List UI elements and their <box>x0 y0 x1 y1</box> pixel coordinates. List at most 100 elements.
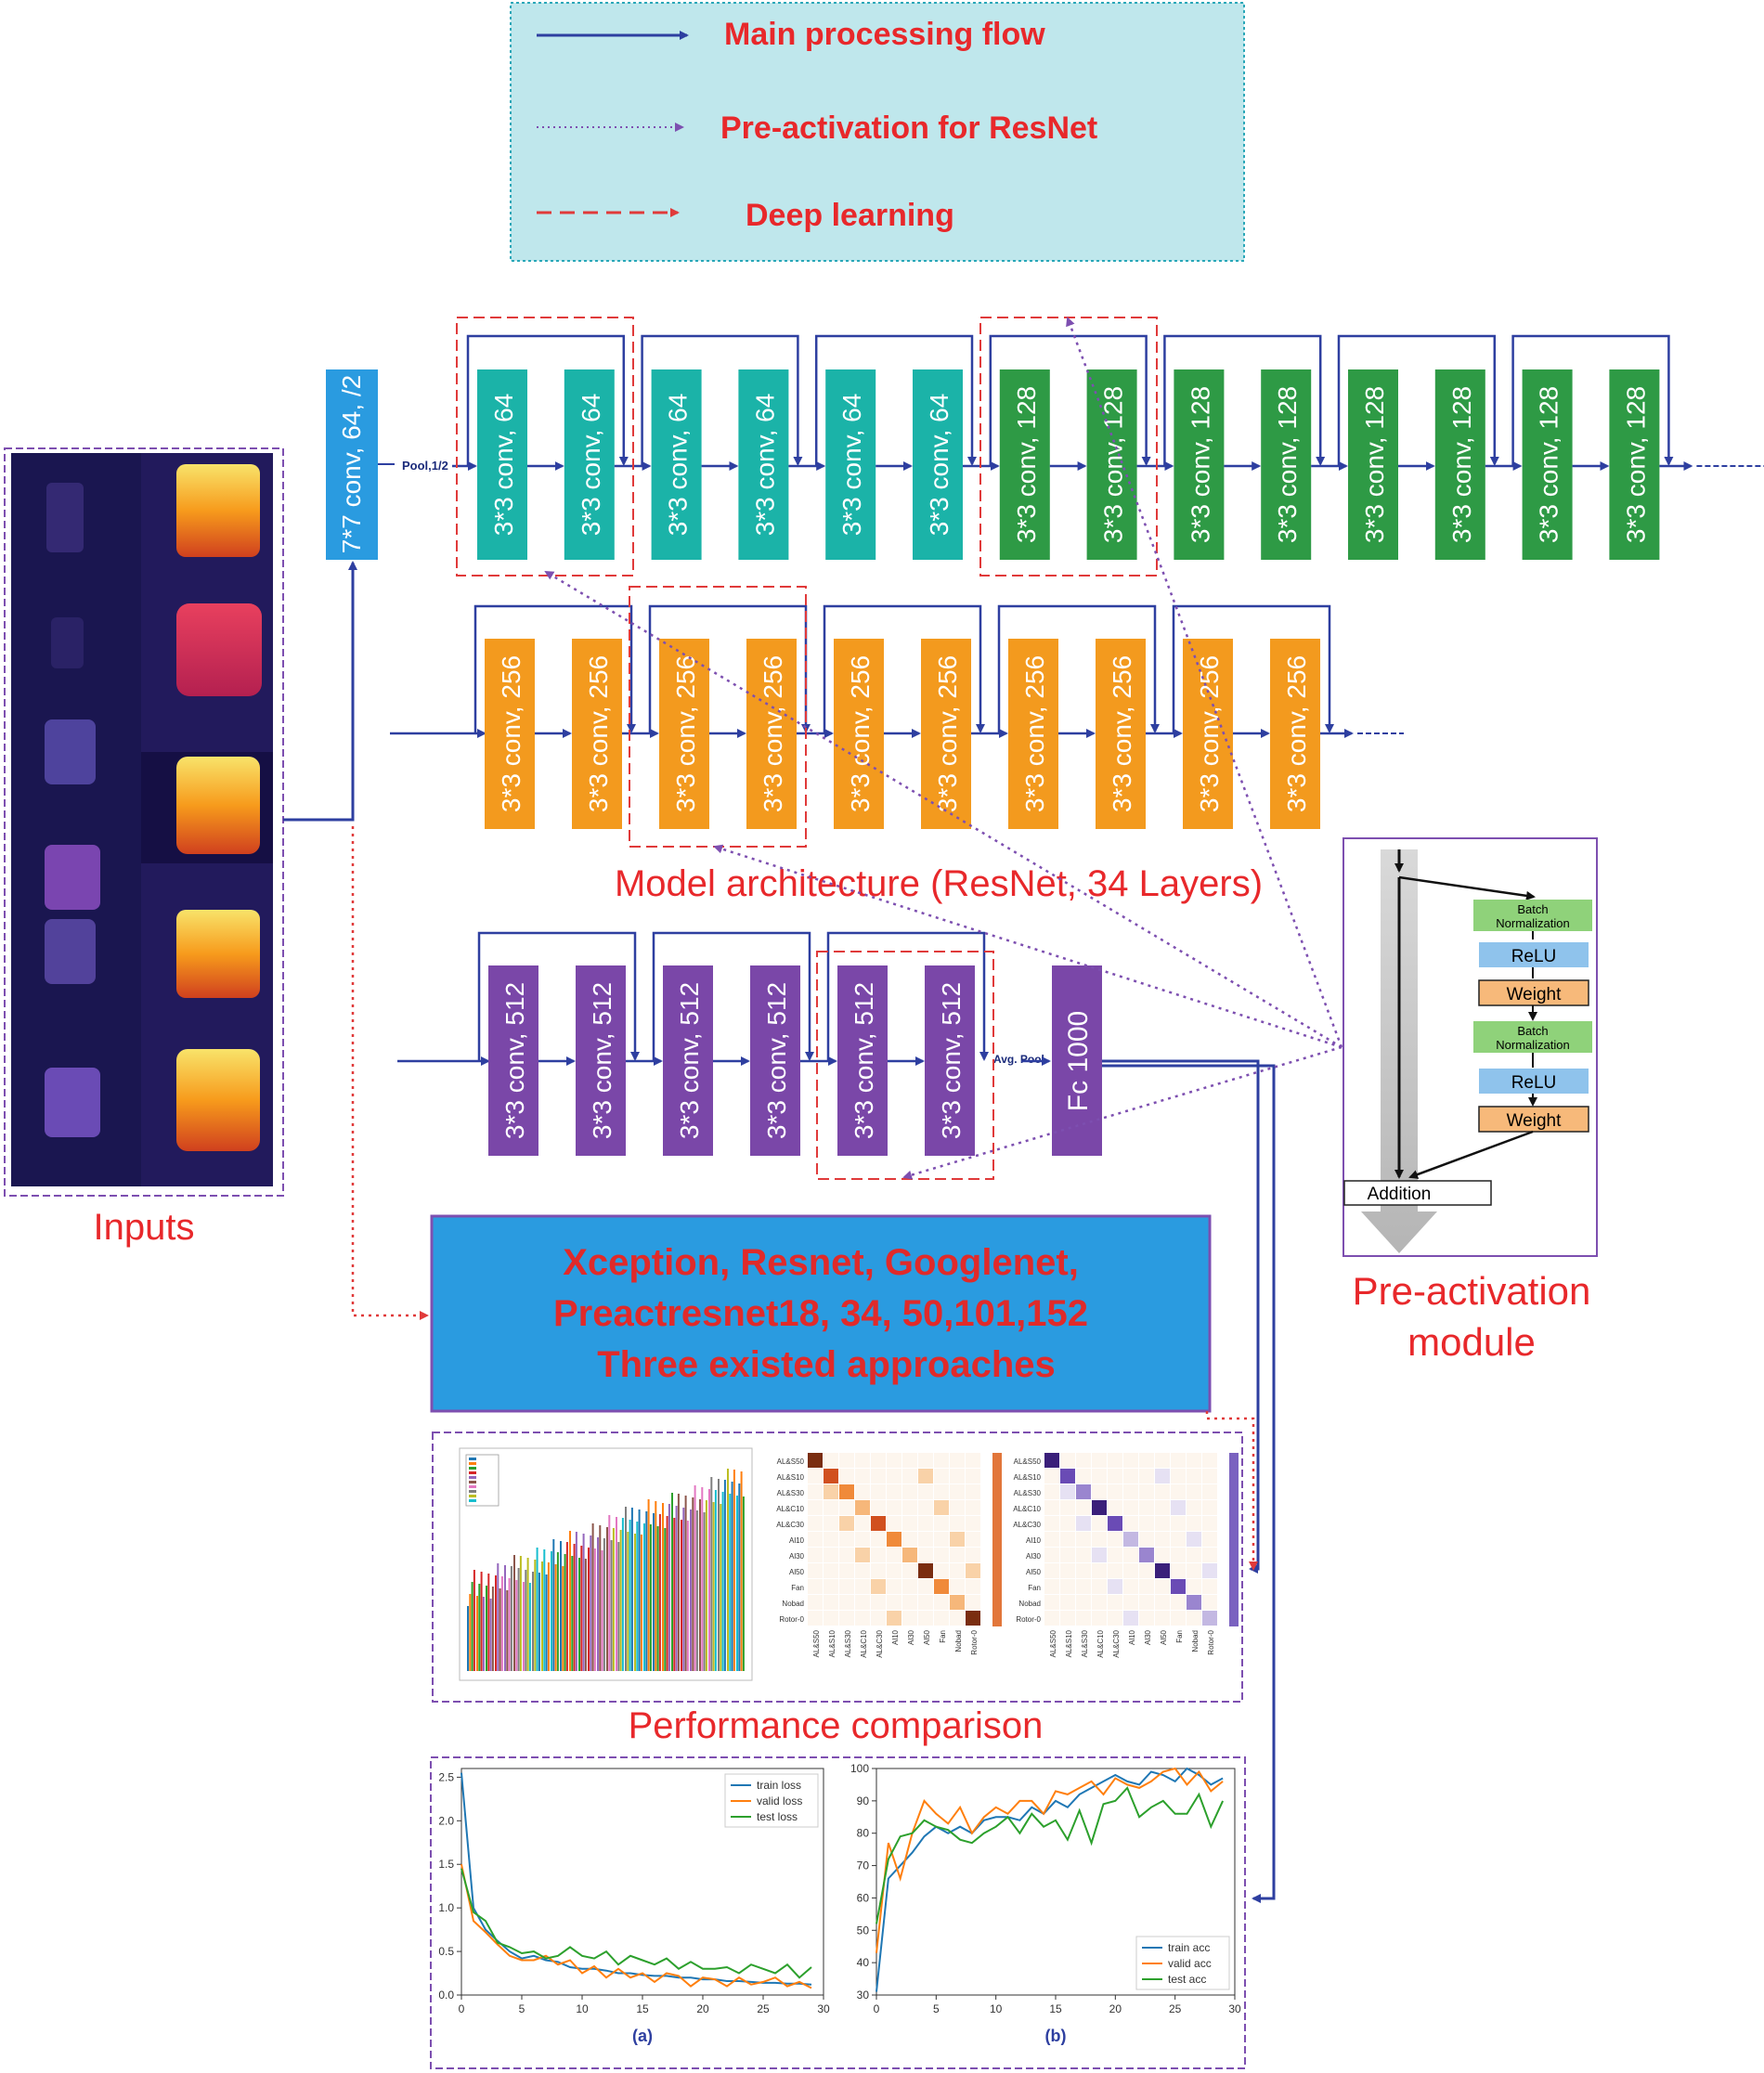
skip-connection <box>997 604 1160 733</box>
y-tick-label: 50 <box>857 1924 870 1937</box>
skip-connection <box>641 334 803 466</box>
conv-block <box>1522 369 1573 560</box>
conv-block-label: 3*3 conv, 256 <box>497 655 525 812</box>
confusion-cell <box>808 1563 823 1578</box>
confusion-cell <box>887 1516 901 1531</box>
accuracy-bar <box>536 1548 538 1671</box>
confusion-cell <box>824 1484 838 1499</box>
conv-block <box>564 369 615 560</box>
confusion-cell <box>1108 1469 1122 1483</box>
confusion-cell <box>934 1516 949 1531</box>
accuracy-bar <box>525 1570 527 1671</box>
conv-block <box>1174 369 1225 560</box>
confusion-cell <box>902 1611 917 1626</box>
legend-entry: test acc <box>1168 1973 1206 1986</box>
weight-box-2 <box>1478 1106 1589 1133</box>
confusion-col-label: Rotor-0 <box>970 1629 979 1654</box>
confusion-cell <box>902 1500 917 1515</box>
accuracy-bar <box>664 1528 667 1671</box>
confusion-cell <box>871 1500 886 1515</box>
confusion-cell <box>1060 1595 1075 1610</box>
confusion-cell <box>1155 1563 1170 1578</box>
confusion-cell <box>1076 1500 1091 1515</box>
y-tick-label: 0.5 <box>438 1945 454 1958</box>
confusion-cell <box>966 1453 980 1468</box>
model-architecture-title: Model architecture (ResNet, 34 Layers) <box>615 863 1263 904</box>
confusion-cell <box>1092 1611 1107 1626</box>
accuracy-bar <box>590 1535 592 1671</box>
confusion-cell <box>1139 1453 1154 1468</box>
confusion-cell <box>1060 1516 1075 1531</box>
conv-block-label: 3*3 conv, 64 <box>577 394 605 537</box>
confusion-cell <box>1187 1579 1201 1594</box>
accuracy-bar <box>666 1516 668 1671</box>
confusion-cell <box>1108 1516 1122 1531</box>
confusion-cell <box>1060 1532 1075 1547</box>
confusion-cell <box>966 1595 980 1610</box>
conv-block-label: 3*3 conv, 256 <box>584 655 613 812</box>
confusion-row-label: AL&C30 <box>1013 1521 1041 1529</box>
conv-block <box>1008 639 1058 829</box>
confusion-cell <box>1171 1563 1186 1578</box>
confusion-row-label: AL&S30 <box>1014 1489 1042 1497</box>
confusion-cell <box>1123 1579 1138 1594</box>
accuracy-bar <box>491 1587 494 1671</box>
confusion-cell <box>1171 1595 1186 1610</box>
y-tick-label: 100 <box>850 1762 869 1775</box>
skip-connection <box>823 604 985 733</box>
accuracy-bar <box>564 1554 566 1671</box>
confusion-cell <box>934 1563 949 1578</box>
accuracy-bar <box>603 1538 605 1671</box>
conv-block-label: 3*3 conv, 512 <box>937 982 966 1139</box>
accuracy-bar <box>625 1507 627 1671</box>
confusion-cell <box>855 1595 870 1610</box>
y-tick-label: 40 <box>857 1956 870 1969</box>
accuracy-bar <box>705 1500 707 1671</box>
conv-block <box>1348 369 1398 560</box>
accuracy-bar <box>538 1573 540 1671</box>
accuracy-bar <box>677 1494 680 1671</box>
skip-connection <box>652 931 814 1061</box>
confusion-cell <box>1123 1500 1138 1515</box>
accuracy-bar <box>551 1551 552 1671</box>
performance-panel: AL&S50AL&S50AL&S10AL&S10AL&S30AL&S30AL&C… <box>432 1432 1243 1746</box>
accuracy-bar <box>565 1542 568 1671</box>
confusion-cell <box>887 1469 901 1483</box>
weight1-label: Weight <box>1507 985 1563 1004</box>
confusion-cell <box>808 1516 823 1531</box>
confusion-cell <box>1108 1532 1122 1547</box>
accuracy-bar <box>727 1469 729 1671</box>
accuracy-bar <box>580 1546 583 1671</box>
confusion-cell <box>966 1548 980 1562</box>
confusion-cell <box>1060 1484 1075 1499</box>
conv-block-label: 3*3 conv, 256 <box>1020 655 1049 812</box>
confusion-row-label: Al30 <box>789 1552 805 1561</box>
y-tick-label: 2.5 <box>438 1770 454 1783</box>
accuracy-bar <box>703 1512 706 1671</box>
thermal-left-column <box>45 483 100 1137</box>
confusion-col-label: Nobad <box>954 1630 963 1652</box>
preact-dotted-arrows <box>544 317 1343 1180</box>
confusion-cell <box>871 1595 886 1610</box>
confusion-col-label: AL&C30 <box>1112 1629 1121 1657</box>
accuracy-bar <box>699 1499 701 1671</box>
x-axis-label: (b) <box>1045 2027 1067 2045</box>
confusion-cell <box>1202 1516 1217 1531</box>
confusion-cell <box>839 1563 854 1578</box>
confusion-cell <box>887 1611 901 1626</box>
conv-block <box>572 639 622 829</box>
conv-block <box>1261 369 1312 560</box>
confusion-cell <box>1092 1453 1107 1468</box>
confusion-cell <box>887 1532 901 1547</box>
confusion-cell <box>950 1484 965 1499</box>
accuracy-bar <box>723 1480 726 1671</box>
conv-block-label: 3*3 conv, 256 <box>933 655 962 812</box>
accuracy-bar <box>547 1562 550 1671</box>
accuracy-bar <box>681 1520 682 1671</box>
confusion-cell <box>1187 1563 1201 1578</box>
accuracy-bar <box>695 1510 698 1671</box>
confusion-cell <box>808 1532 823 1547</box>
confusion-cell <box>1060 1469 1075 1483</box>
bn1-line1: Batch <box>1517 902 1548 916</box>
